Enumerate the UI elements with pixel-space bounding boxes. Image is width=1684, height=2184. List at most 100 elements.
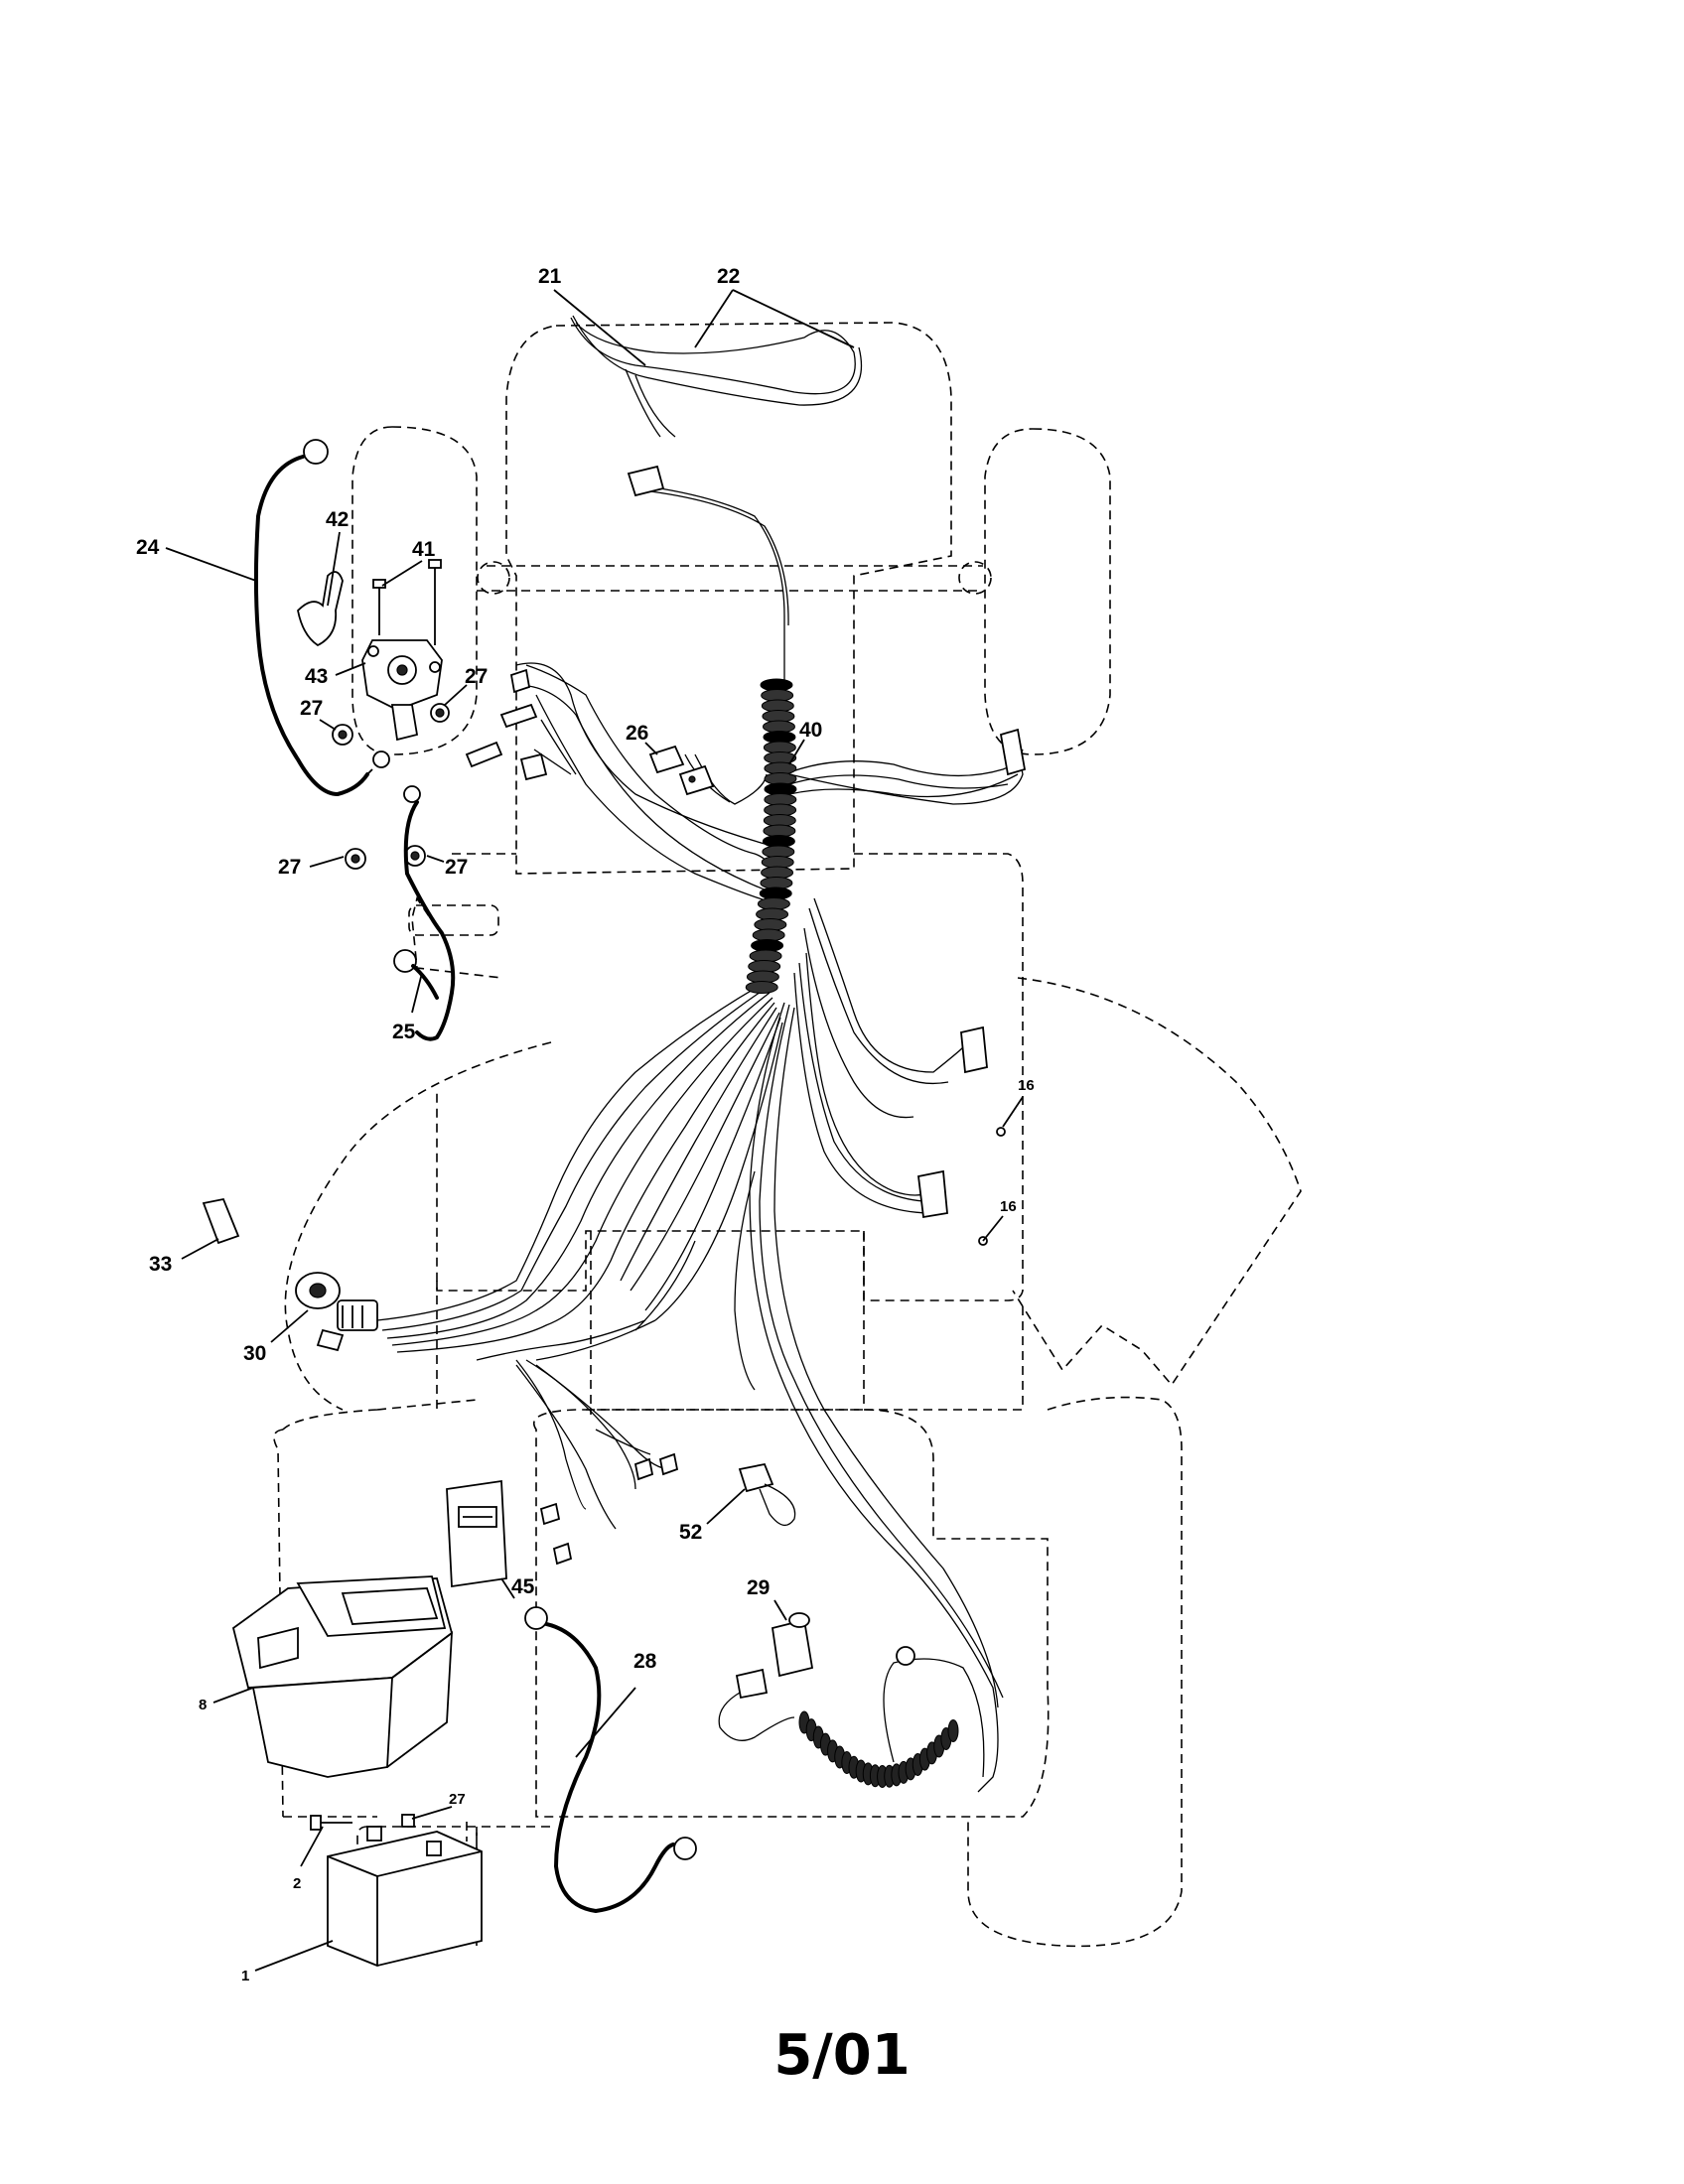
seat-switch-connector	[999, 728, 1027, 776]
ground-cable-25	[403, 800, 456, 1041]
callout-27-c: 27	[278, 856, 301, 879]
hood-outline	[505, 322, 952, 875]
center-frame-outline	[590, 1231, 1024, 1415]
front-left-leads	[515, 662, 766, 845]
frame-outline	[436, 853, 1024, 1301]
front-axle-outline	[477, 565, 983, 592]
screw-41-b-head	[428, 559, 442, 569]
cable-28-terminal-top	[524, 1606, 548, 1630]
loom-coil	[745, 981, 778, 994]
cable-25-lead	[411, 964, 439, 1000]
nut-27-d-hole	[410, 851, 420, 861]
leader-lines	[165, 289, 1024, 1972]
rear-lower-outline	[283, 1816, 556, 1946]
left-spindle-outline	[477, 561, 510, 595]
bolt-2-head	[310, 1815, 322, 1831]
plug-lead-a	[465, 741, 503, 768]
callout-16-a: 16	[1018, 1077, 1035, 1094]
callout-41: 41	[412, 538, 436, 561]
harness-loom-40	[745, 678, 797, 994]
cable-25-terminal	[393, 949, 417, 973]
plug-lead-d	[509, 668, 531, 694]
left-front-wheel-outline	[351, 426, 478, 755]
cable-28-terminal-bottom	[673, 1837, 697, 1860]
hour-meter-45	[446, 1479, 507, 1588]
terminal-stud	[356, 768, 373, 785]
connector-16-b	[917, 1169, 948, 1219]
callout-1: 1	[241, 1968, 249, 1984]
page-code: 5/01	[773, 2023, 911, 2088]
callout-33: 33	[149, 1253, 172, 1276]
callout-28: 28	[633, 1650, 657, 1673]
callout-27-a: 27	[465, 665, 488, 688]
callout-52: 52	[679, 1521, 702, 1544]
callout-16-b: 16	[1000, 1198, 1017, 1215]
callout-26: 26	[626, 722, 648, 745]
battery-1	[327, 1826, 483, 1967]
battery-box-8	[231, 1575, 454, 1778]
callout-25: 25	[392, 1021, 416, 1043]
cord-coil	[947, 1719, 959, 1743]
rear-body-outline	[533, 1409, 1050, 1818]
term-sq-b	[552, 1542, 573, 1566]
switch-leads	[788, 749, 1024, 805]
callout-27-b: 27	[300, 697, 323, 720]
callout-30: 30	[243, 1342, 266, 1365]
headlight-wires	[570, 315, 863, 438]
parts	[202, 439, 1027, 1967]
callout-27-d: 27	[445, 856, 468, 879]
cable-24-terminal	[303, 439, 329, 465]
connector-16-a	[960, 1025, 988, 1074]
wiring	[376, 315, 1024, 1793]
term-sq-a	[539, 1502, 561, 1526]
ring-terminal-29	[896, 1646, 915, 1666]
headlight-plug	[627, 465, 665, 497]
term-sq-d	[658, 1452, 679, 1476]
fuse-holder-52	[738, 1462, 796, 1526]
frame-bracket-outline	[408, 904, 499, 936]
callout-27-e: 27	[449, 1791, 466, 1808]
cable-28	[539, 1621, 675, 1914]
nut-27-e	[401, 1814, 415, 1828]
right-rear-wheel-outline	[967, 1396, 1183, 1948]
switch-29	[735, 1612, 814, 1700]
callout-22: 22	[717, 265, 740, 288]
switch-33	[202, 1197, 240, 1245]
plug-lead-b	[499, 703, 538, 729]
callout-24: 24	[136, 536, 160, 559]
coil-lead-right	[883, 1658, 985, 1778]
solenoid-boot-42	[297, 571, 344, 647]
coil-lead-left	[718, 1692, 795, 1741]
terminal-ring-a	[372, 751, 390, 768]
callout-40: 40	[799, 719, 822, 742]
right-spindle-outline	[958, 561, 992, 595]
nut-27-a-hole	[435, 708, 445, 718]
connector-26	[648, 745, 715, 796]
tractor-outline	[273, 322, 1302, 1948]
callout-2: 2	[293, 1875, 301, 1892]
callout-42: 42	[326, 508, 349, 531]
pedal-outline	[411, 896, 502, 979]
ignition-switch-30	[295, 1272, 378, 1352]
right-front-wheel-outline	[984, 428, 1111, 755]
callout-29: 29	[747, 1576, 770, 1599]
callout-21: 21	[538, 265, 562, 288]
battery-cable-24	[253, 455, 369, 797]
callout-labels: 21 22 24 42 41 43 27 27 27 27 27 26 40 2…	[136, 265, 1035, 1984]
callout-45: 45	[511, 1575, 535, 1598]
left-rear-fender-outline	[273, 1399, 478, 1818]
nut-27-b-hole	[338, 730, 348, 740]
screw-41-a-head	[372, 579, 386, 589]
terminal-ring-b	[403, 785, 421, 803]
deck-outline	[284, 1041, 552, 1411]
nut-27-c-hole	[351, 854, 360, 864]
plug-lead-c	[519, 752, 548, 781]
right-fender-outline	[1012, 977, 1302, 1387]
term-sq-c	[633, 1457, 654, 1481]
starter-solenoid-43	[361, 639, 443, 742]
callout-8: 8	[199, 1697, 207, 1713]
main-harness	[376, 485, 1024, 1793]
callout-43: 43	[305, 665, 328, 688]
coiled-cord	[798, 1710, 959, 1789]
